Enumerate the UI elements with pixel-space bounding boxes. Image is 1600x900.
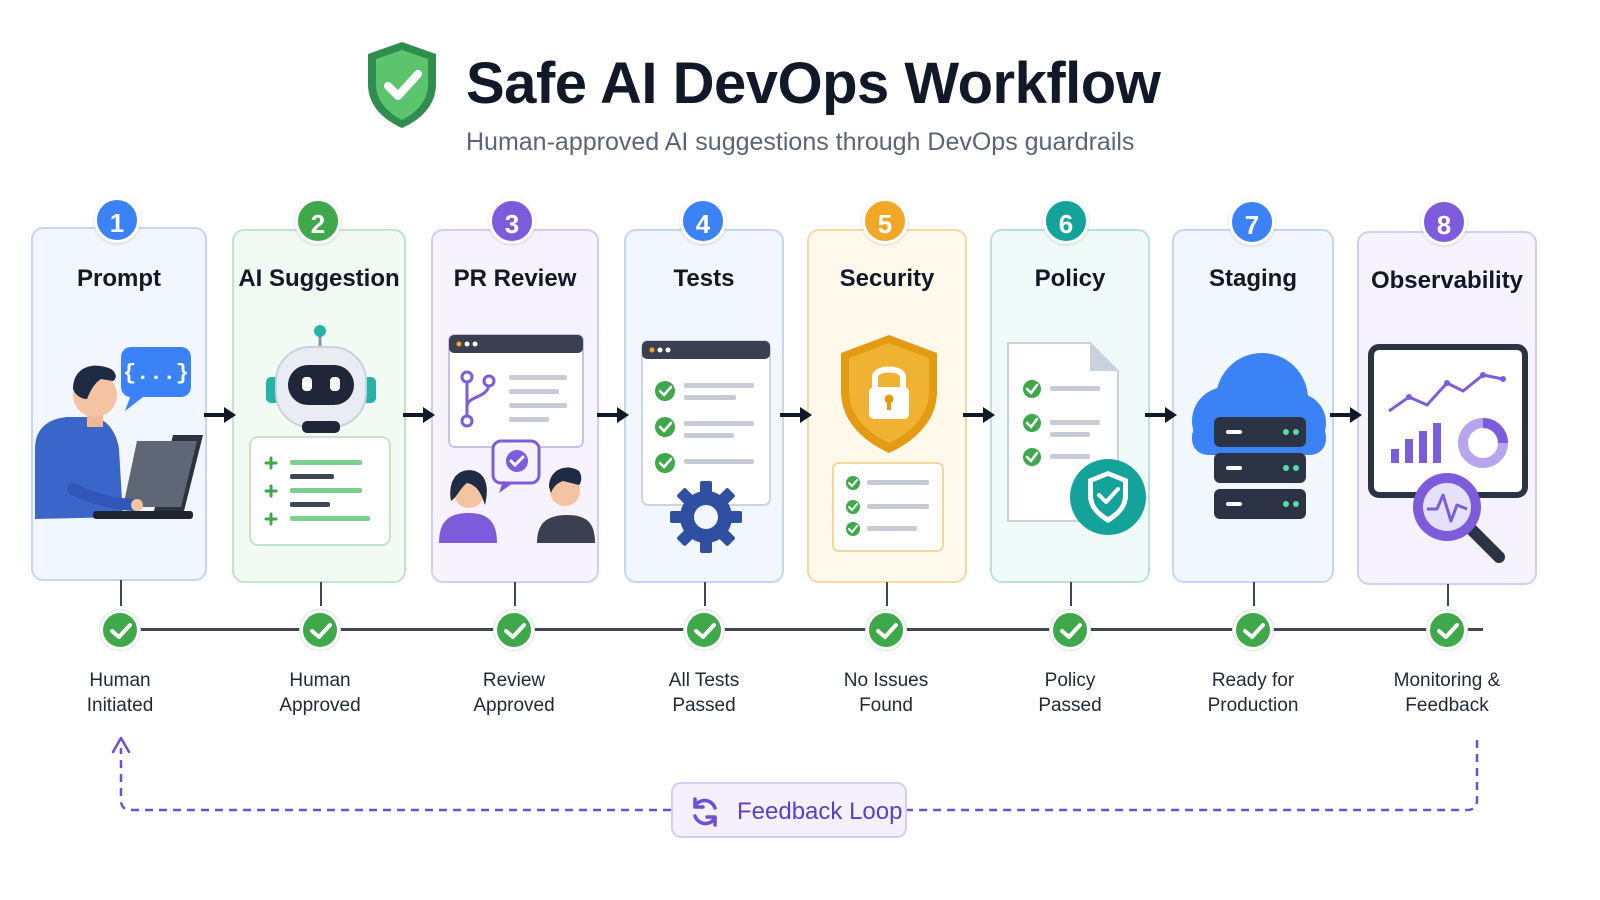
check-icon [300,610,340,650]
step-card-prompt: Prompt {...} [31,227,207,581]
status-timeline-line [121,628,1483,631]
step-title: Policy [1034,265,1106,292]
check-icon [1427,610,1467,650]
test-checklist-gear-icon [641,340,771,553]
monitoring-dashboard-icon [1368,344,1528,563]
step-card-ai-suggestion: AI Suggestion [232,229,406,583]
step-title: Observability [1370,267,1524,294]
step-badge: 3 [489,198,535,244]
check-icon [684,610,724,650]
step-badge: 8 [1421,199,1467,245]
check-icon [866,610,906,650]
step-badge: 1 [94,197,140,243]
arrow-right-icon [1145,407,1177,423]
step-title: Prompt [77,265,161,292]
arrow-right-icon [963,407,995,423]
arrow-right-icon [597,407,629,423]
page-subtitle: Human-approved AI suggestions through De… [466,128,1135,156]
status-stem [704,582,706,606]
step-title: PR Review [453,265,577,292]
step-card-policy: Policy [990,229,1150,583]
check-icon [100,610,140,650]
refresh-icon [693,797,717,827]
step-card-pr-review: PR Review [431,229,599,583]
developer-laptop-icon: {...} [35,347,203,519]
page-title: Safe AI DevOps Workflow [466,51,1161,116]
arrow-right-icon [780,407,812,423]
feedback-loop-label: Feedback Loop [737,798,903,825]
step-title: Tests [673,265,735,292]
status-stem [1253,582,1255,606]
step-title: Security [839,265,935,292]
status-stem [1447,584,1449,606]
step-badge: 5 [862,198,908,244]
feedback-loop-badge: Feedback Loop [671,782,907,838]
check-icon [1050,610,1090,650]
step-card-tests: Tests [624,229,784,583]
arrow-right-icon [204,407,236,423]
code-snippet: {...} [123,361,189,386]
arrow-right-icon [1330,407,1362,423]
security-shield-lock-icon [832,335,944,552]
step-badge: 7 [1229,199,1275,245]
step-badge: 6 [1043,198,1089,244]
status-stem [514,582,516,606]
header: Safe AI DevOps Workflow Human-approved A… [0,36,1600,166]
policy-document-icon [1007,342,1146,535]
cloud-server-icon [1192,353,1326,519]
shield-check-icon [368,42,436,128]
check-icon [494,610,534,650]
pull-request-icon [439,334,595,543]
status-stem [1070,582,1072,606]
step-title: Staging [1209,265,1297,292]
arrow-right-icon [403,407,435,423]
step-badge: 4 [680,198,726,244]
step-badge: 2 [295,198,341,244]
status-stem [120,580,122,606]
gear-icon [670,481,742,553]
step-title: AI Suggestion [238,265,400,292]
status-label: Monitoring &Feedback [1393,670,1501,716]
check-icon [1233,610,1273,650]
step-card-observability: Observability [1357,231,1537,585]
robot-icon [249,325,391,546]
status-stem [886,582,888,606]
status-stem [320,582,322,606]
step-card-staging: Staging [1172,229,1334,583]
